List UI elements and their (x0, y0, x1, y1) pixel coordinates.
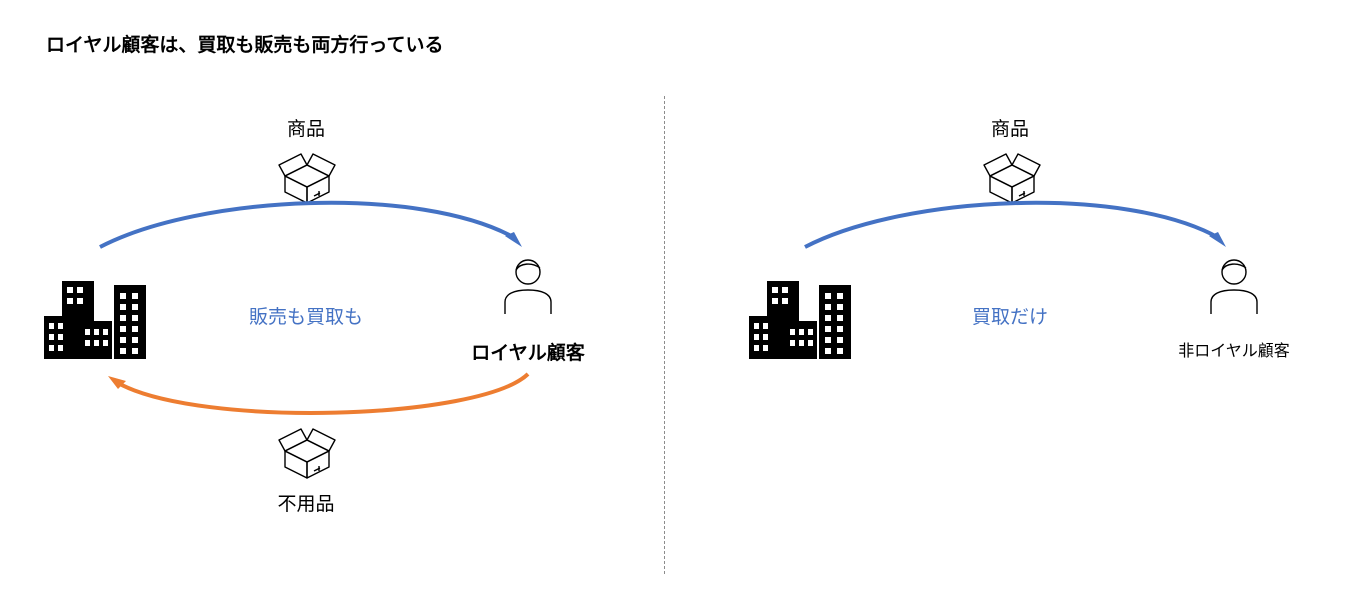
left-bottom-item-label: 不用品 (277, 493, 335, 515)
page-title: ロイヤル顧客は、買取も販売も両方行っている (46, 34, 444, 56)
right-center-label: 買取だけ (971, 306, 1049, 328)
left-customer-label: ロイヤル顧客 (471, 342, 585, 364)
sale-arrow-head (505, 232, 522, 247)
sale-only-arrow (804, 200, 1220, 249)
building-icon (749, 281, 851, 359)
sale-arrow (99, 200, 516, 249)
left-center-label: 販売も買取も (248, 306, 364, 328)
right-arrows (804, 200, 1226, 249)
left-arrows (99, 200, 530, 415)
person-icon (504, 259, 552, 314)
building-icon (44, 281, 146, 359)
panel-divider (664, 96, 665, 574)
sale-only-arrow-head (1209, 232, 1226, 247)
box-icon (278, 428, 336, 479)
right-customer-label: 非ロイヤル顧客 (1178, 341, 1290, 360)
left-top-item-label: 商品 (286, 118, 326, 140)
purchase-arrow (117, 372, 530, 415)
right-top-item-label: 商品 (990, 118, 1030, 140)
person-icon (1210, 259, 1258, 314)
purchase-arrow-head (108, 376, 126, 389)
box-icon (278, 153, 336, 204)
